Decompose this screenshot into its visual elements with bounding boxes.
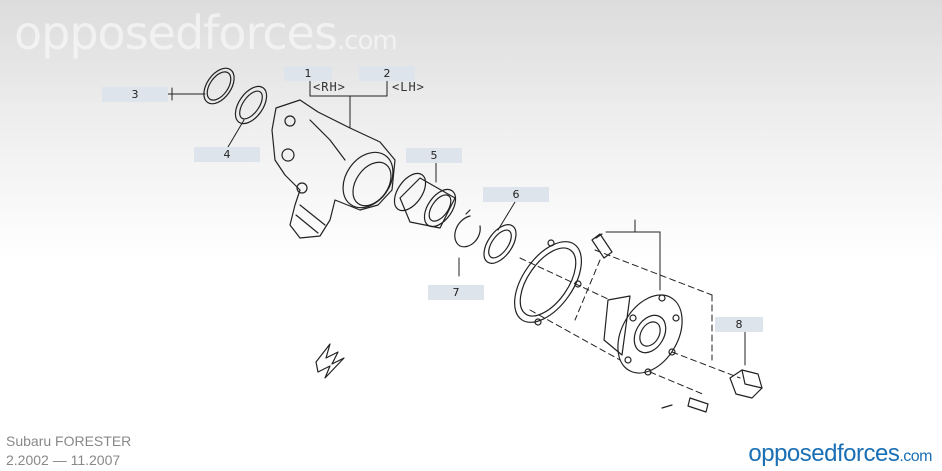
seal-part-4: [234, 85, 268, 125]
bearing-part-5: [393, 172, 457, 229]
knuckle-housing-part-1-2: [271, 99, 396, 239]
side-label-rh: <RH>: [313, 80, 346, 94]
vehicle-model: Subaru FORESTER: [6, 433, 132, 449]
callout-7: 7: [428, 285, 484, 300]
leader-lines: [167, 79, 746, 366]
wheel-stud-bottom: [661, 397, 709, 413]
front-arrow-icon: [315, 343, 345, 379]
callout-3: 3: [102, 87, 168, 102]
assembly-dashed-lines: [519, 249, 741, 396]
callout-6: 6: [483, 187, 549, 202]
wheel-stud-top: [591, 233, 613, 259]
wheel-hub: [603, 294, 683, 376]
watermark-tld: .com: [336, 26, 398, 56]
callout-8: 8: [715, 317, 763, 332]
vehicle-years: 2.2002 — 11.2007: [6, 452, 121, 468]
snap-ring-part-7: [454, 209, 481, 248]
backing-plate: [514, 239, 582, 326]
brand-tld: .com: [899, 448, 932, 465]
callout-2: 2: [359, 66, 415, 81]
brand-logo[interactable]: opposedforces.com: [748, 440, 932, 468]
vehicle-info: Subaru FORESTER 2.2002 — 11.2007: [6, 432, 131, 470]
callout-1: 1: [284, 66, 332, 81]
seal-part-6: [483, 224, 517, 264]
axle-nut-part-8: [729, 369, 763, 399]
brand-part1: opposed: [748, 440, 837, 467]
callout-4: 4: [194, 147, 260, 162]
watermark: opposedforces.com: [14, 6, 398, 60]
callout-5: 5: [406, 148, 462, 163]
o-ring-part-3: [203, 67, 235, 105]
side-label-lh: <LH>: [392, 80, 425, 94]
brand-part2: forces: [836, 440, 900, 467]
watermark-name: opposedforces: [14, 6, 338, 60]
